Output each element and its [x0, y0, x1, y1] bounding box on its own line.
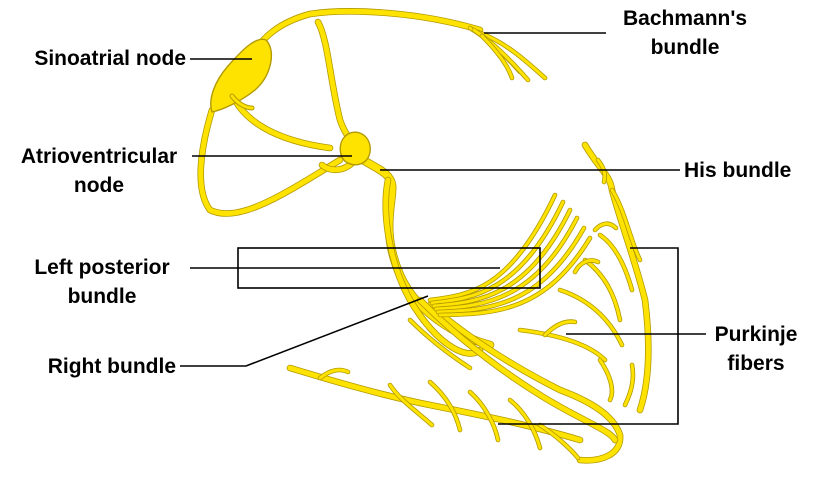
- label-his-bundle: His bundle: [684, 156, 824, 185]
- label-purkinje-line2: fibers: [727, 352, 785, 375]
- label-purkinje-line1: Purkinje: [714, 323, 798, 346]
- label-bachmanns-line2: bundle: [650, 36, 720, 59]
- label-bachmanns-line1: Bachmann's: [622, 7, 748, 30]
- atrioventricular-node-shape: [339, 131, 371, 166]
- label-atrioventricular-node: Atrioventricular node: [2, 142, 196, 200]
- purkinje-network-right: [517, 141, 652, 414]
- label-bachmanns-bundle: Bachmann's bundle: [600, 4, 770, 62]
- leader-right-bundle: [180, 295, 429, 367]
- label-left-posterior-line2: bundle: [67, 285, 137, 308]
- purkinje-bracket: [498, 247, 679, 425]
- label-right-bundle: Right bundle: [4, 352, 176, 381]
- purkinje-network-lower: [286, 317, 584, 461]
- label-av-line1: Atrioventricular: [20, 145, 178, 168]
- left-posterior-fan: [427, 192, 593, 318]
- internodal-pathways: [197, 8, 484, 217]
- label-sinoatrial-node: Sinoatrial node: [6, 44, 186, 73]
- sinoatrial-node-shape: [210, 38, 273, 113]
- his-bundle-path: [355, 153, 624, 464]
- label-sinoatrial-node-text: Sinoatrial node: [34, 47, 186, 70]
- leader-lines: [180, 32, 706, 425]
- conduction-system: [197, 8, 652, 464]
- label-av-line2: node: [73, 174, 125, 197]
- label-right-bundle-text: Right bundle: [47, 355, 176, 378]
- label-left-posterior-bundle: Left posterior bundle: [18, 253, 186, 311]
- label-his-bundle-text: His bundle: [684, 159, 792, 182]
- label-purkinje-fibers: Purkinje fibers: [700, 320, 812, 378]
- label-left-posterior-line1: Left posterior: [34, 256, 170, 279]
- bachmanns-bundle-fibers: [467, 25, 548, 83]
